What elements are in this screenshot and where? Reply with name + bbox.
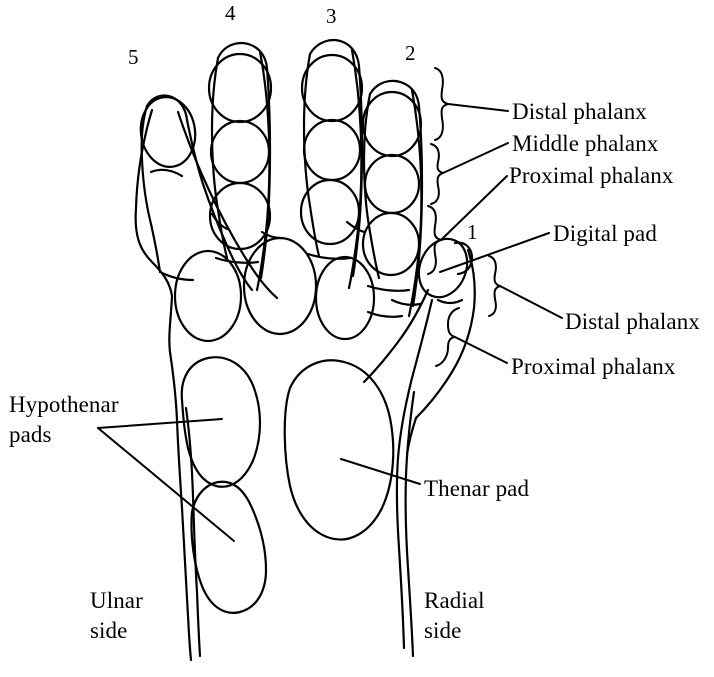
label-proximal-phalanx-thumb: Proximal phalanx xyxy=(511,354,676,379)
digit-5-finger xyxy=(139,94,279,300)
digit-number-3: 3 xyxy=(326,4,337,28)
label-proximal-phalanx-digit2: Proximal phalanx xyxy=(509,163,674,188)
digit-number-5: 5 xyxy=(128,45,139,69)
leader-proximal-phalanx-d2 xyxy=(440,175,508,241)
digit-4-finger xyxy=(207,41,273,292)
digit-2-middle-pad xyxy=(363,153,421,215)
leader-distal-phalanx-thumb xyxy=(499,285,563,319)
digit-3-middle-pad xyxy=(302,118,362,182)
digit-2-proximal-pad xyxy=(361,211,421,277)
hypothenar-pad-lower xyxy=(190,480,268,614)
palm-digital-pads xyxy=(173,236,376,343)
thumb-phalanx-braces xyxy=(435,255,501,367)
digit-number-4: 4 xyxy=(225,1,236,25)
digit-2-distal-pad xyxy=(361,90,423,158)
digit-2-finger xyxy=(361,79,424,318)
digit-4-middle-pad xyxy=(209,119,271,185)
hypothenar-pad-upper xyxy=(180,356,262,488)
digit-number-1: 1 xyxy=(467,220,478,244)
label-ulnar-side: Ulnar side xyxy=(90,588,143,643)
digit-3-distal-pad xyxy=(300,53,364,123)
thenar-pad-shape xyxy=(283,359,395,541)
leader-digital-pad xyxy=(439,232,550,273)
palm-pad-middle xyxy=(242,236,318,336)
leader-hypothenar-lower xyxy=(97,427,235,542)
label-digital-pad: Digital pad xyxy=(553,221,657,246)
digit-number-2: 2 xyxy=(405,41,416,65)
label-distal-phalanx-thumb: Distal phalanx xyxy=(565,309,700,334)
label-thenar-pad: Thenar pad xyxy=(424,476,530,501)
digit-4-distal-pad xyxy=(207,52,273,124)
label-distal-phalanx-digit2: Distal phalanx xyxy=(512,99,647,124)
palm-pad-ulnar xyxy=(173,249,243,343)
digit-3-finger xyxy=(299,38,364,290)
leader-distal-phalanx-d2 xyxy=(447,103,509,112)
digit-4-proximal-pad xyxy=(208,181,272,251)
hand-outline xyxy=(134,108,434,662)
digit-3-proximal-pad xyxy=(299,178,361,246)
web-creases xyxy=(210,212,366,240)
leader-lines xyxy=(97,103,563,542)
leader-proximal-phalanx-thumb xyxy=(454,336,508,364)
leader-thenar-pad xyxy=(340,458,421,485)
leader-hypothenar-upper xyxy=(97,418,223,429)
hypothenar-pads-shapes xyxy=(180,356,268,614)
leader-middle-phalanx-d2 xyxy=(442,142,509,174)
digit-5-distal-pad xyxy=(139,96,197,168)
palm-pad-radial xyxy=(314,255,376,341)
label-hypothenar-pads: Hypothenar pads xyxy=(9,392,119,447)
label-middle-phalanx-digit2: Middle phalanx xyxy=(512,131,659,156)
thumb-digital-pad xyxy=(417,237,469,299)
label-radial-side: Radial side xyxy=(424,588,485,643)
